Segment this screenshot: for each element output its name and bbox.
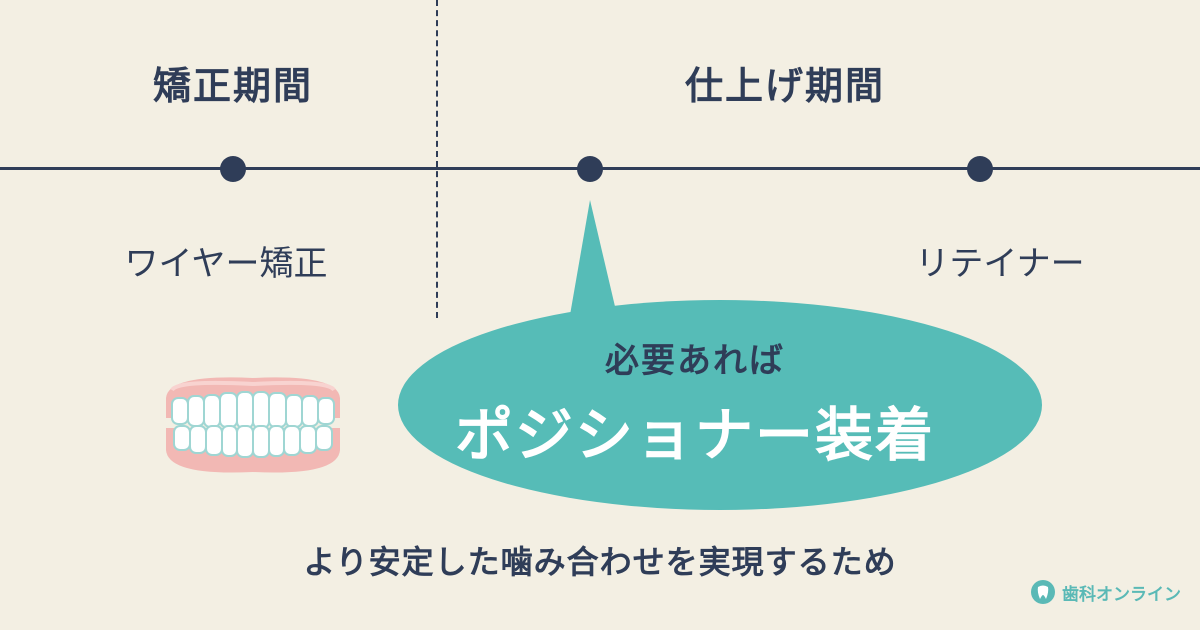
phase-divider: [436, 0, 438, 318]
timeline-dot-retainer: [967, 156, 993, 182]
callout-line2: ポジショナー装着: [454, 401, 935, 469]
callout-ellipse: [398, 300, 1042, 510]
label-wire-orthodontics: ワイヤー矯正: [124, 244, 328, 284]
callout-pointer: [570, 200, 617, 315]
teeth-illustration-icon: [166, 377, 340, 473]
timeline-dot-positioner: [577, 156, 603, 182]
brand-name: 歯科オンライン: [1062, 584, 1181, 605]
label-retainer: リテイナー: [915, 244, 1085, 284]
caption-text: より安定した噛み合わせを実現するため: [303, 543, 897, 581]
tooth-logo-icon: [1031, 580, 1055, 604]
timeline-dot-wire: [220, 156, 246, 182]
brand-logo: 歯科オンライン: [1030, 577, 1181, 607]
phase-title-finishing: 仕上げ期間: [684, 64, 885, 108]
callout-bubble: [398, 200, 1042, 510]
phase-title-correction: 矯正期間: [152, 64, 313, 108]
callout-line1: 必要あれば: [605, 341, 785, 381]
